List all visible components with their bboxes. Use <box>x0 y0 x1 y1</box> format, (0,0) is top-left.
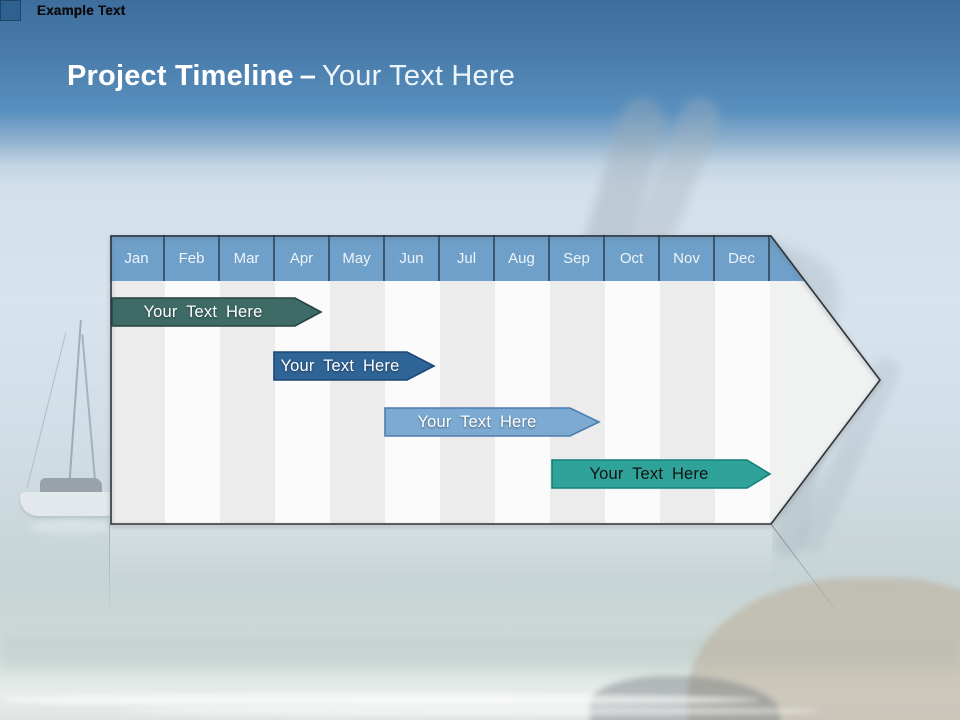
title-dash: – <box>299 60 317 92</box>
boat-rigging <box>26 332 67 488</box>
legend-label: Example Text <box>37 3 126 18</box>
timeline-bar-3[interactable]: Your Text Here <box>384 407 601 437</box>
legend-swatch <box>0 0 21 21</box>
month-cell-sep[interactable]: Sep <box>550 235 605 281</box>
timeline-reflection-left-edge <box>109 525 110 621</box>
slide-title[interactable]: Project Timeline–Your Text Here <box>67 60 515 93</box>
title-light-text: Your Text Here <box>322 60 516 92</box>
legend-label: Example Text <box>37 3 126 18</box>
timeline-reflection <box>110 525 772 577</box>
month-column <box>495 281 550 524</box>
boat-hull <box>20 492 120 516</box>
bar-label: Your Text Here <box>143 303 263 321</box>
month-cell-jun[interactable]: Jun <box>385 235 440 281</box>
timeline-arrow: Jan Feb Mar Apr May Jun Jul Aug Sep Oct … <box>110 235 882 525</box>
month-cell-mar[interactable]: Mar <box>220 235 275 281</box>
bar-label: Your Text Here <box>280 357 400 375</box>
month-column <box>330 281 385 524</box>
timeline-month-header: Jan Feb Mar Apr May Jun Jul Aug Sep Oct … <box>110 235 880 281</box>
month-cell-aug[interactable]: Aug <box>495 235 550 281</box>
legend-label: Example Text <box>37 3 126 18</box>
legend-label: Example Text <box>37 3 126 18</box>
month-cell-apr[interactable]: Apr <box>275 235 330 281</box>
sailboat-silhouette <box>12 320 127 550</box>
month-column <box>385 281 440 524</box>
bar-label: Your Text Here <box>589 465 709 483</box>
month-cell-oct[interactable]: Oct <box>605 235 660 281</box>
month-cell-feb[interactable]: Feb <box>165 235 220 281</box>
month-cell-jan[interactable]: Jan <box>110 235 165 281</box>
bar-label: Your Text Here <box>417 413 537 431</box>
boat-mast <box>68 320 82 488</box>
boat-reflection <box>30 520 114 534</box>
boat-mast <box>81 334 97 489</box>
month-cell-may[interactable]: May <box>330 235 385 281</box>
title-bold-text: Project Timeline <box>67 60 294 92</box>
timeline-bar-4[interactable]: Your Text Here <box>551 459 772 489</box>
timeline-bar-1[interactable]: Your Text Here <box>111 297 323 327</box>
sea-foam <box>120 706 820 716</box>
month-cell-jul[interactable]: Jul <box>440 235 495 281</box>
legend-item[interactable]: Example Text <box>0 0 125 21</box>
month-cell-nov[interactable]: Nov <box>660 235 715 281</box>
month-column <box>440 281 495 524</box>
timeline-bar-2[interactable]: Your Text Here <box>273 351 436 381</box>
sea-foam <box>0 694 760 706</box>
month-cell-dec[interactable]: Dec <box>715 235 770 281</box>
